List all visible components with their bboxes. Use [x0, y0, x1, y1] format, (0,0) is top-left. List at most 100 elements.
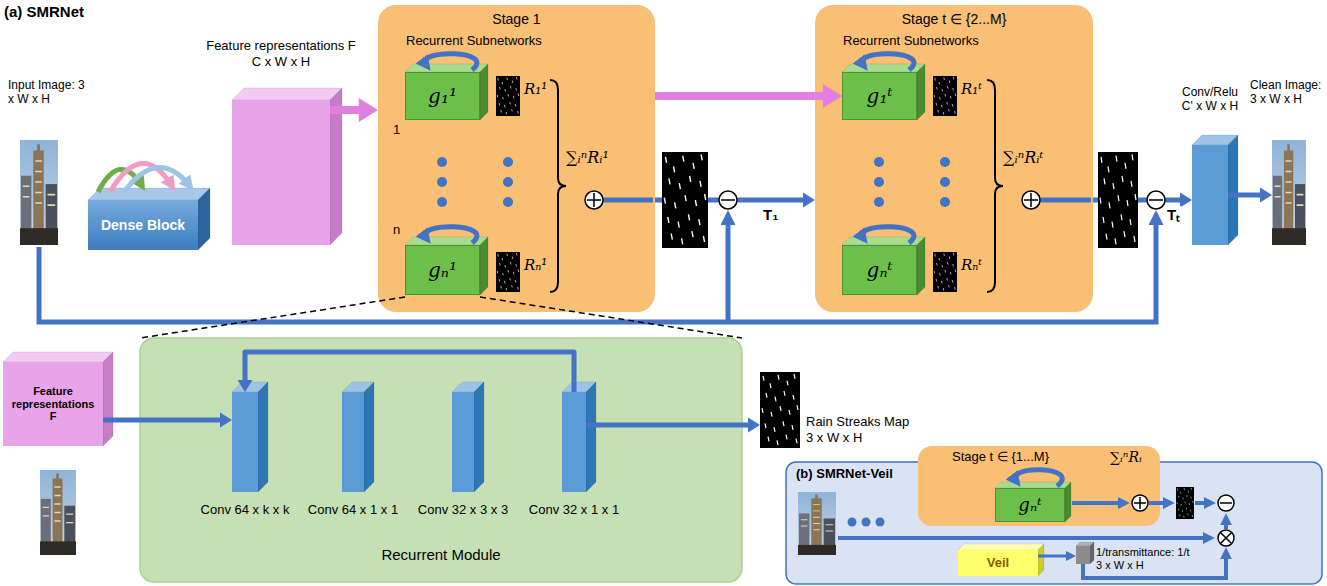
feature-block: Feature representations F: [3, 362, 103, 446]
conv-relu-block: Conv/Relu C' x W x H: [1192, 145, 1228, 245]
stage-heading: Stage t ∈ {1...M}: [918, 449, 1083, 465]
connector: [238, 352, 575, 392]
recurrence-loop: [425, 227, 477, 243]
panel-heading: (b) SMRNet-Veil: [796, 466, 966, 482]
add-symbol: [1022, 191, 1040, 209]
connector-head: [1180, 193, 1192, 208]
transmittance-map: 1/transmittance: 1/t 3 x W x H: [1076, 546, 1090, 564]
map-label: R₁ᵗ: [961, 80, 982, 98]
flow-wire: [1195, 501, 1211, 505]
flow-wire: [1149, 501, 1170, 505]
connector-line: [245, 352, 574, 392]
add-symbol: [585, 191, 603, 209]
panel-heading: Recurrent Module: [140, 546, 742, 564]
ellipsis-dot: [437, 157, 447, 167]
layer-label: Conv 64 x 1 x 1: [303, 502, 403, 518]
connector-head: [823, 84, 842, 108]
image-caption: Clean Image: 3 x W x H: [1250, 78, 1324, 107]
subnetwork-box: g₁ᵗ: [842, 72, 917, 120]
connector-line: [586, 423, 749, 428]
box-top-face: [3, 352, 113, 362]
subnetwork-box: gₙᵗ: [995, 488, 1065, 522]
connector-line: [330, 106, 361, 114]
ellipsis-dot: [874, 157, 884, 167]
dense-connection-arc: [124, 167, 190, 192]
rain-map: [760, 372, 800, 448]
input-photo: [40, 470, 76, 555]
stage-heading: Stage 1: [378, 11, 655, 28]
add-symbol: [587, 193, 601, 207]
box-top-face: [232, 88, 342, 100]
recurrence-loop: [1015, 470, 1062, 486]
ellipsis-dot: [876, 518, 885, 527]
box-side-face: [586, 382, 596, 492]
recurrence-loop: [862, 54, 914, 70]
ellipsis-dot: [862, 518, 871, 527]
conv-block: Conv 64 x 1 x 1: [342, 392, 364, 492]
recurrence-loop: [425, 54, 477, 70]
subnetwork-name: gₙ¹: [428, 259, 457, 282]
dense-block: Dense Block: [88, 200, 198, 250]
connector: [103, 413, 232, 428]
rain-map: [1176, 487, 1194, 519]
edge-label: T₁: [762, 206, 779, 224]
add-symbol: [1132, 495, 1148, 511]
layer-label: Conv 32 x 1 x 1: [524, 502, 624, 518]
box-side-face: [364, 382, 374, 492]
map-label: Rₙᵗ: [961, 256, 982, 274]
box-side-face: [1038, 544, 1044, 576]
block-name: Feature representations F: [8, 385, 98, 423]
feature-block: Feature representations F C x W x H: [232, 100, 330, 245]
multiply-symbol: [1221, 533, 1232, 544]
box-side-face: [1228, 135, 1238, 245]
rain-map: [933, 76, 957, 116]
ellipsis-dot: [503, 197, 513, 207]
block-name: Veil: [987, 556, 1009, 571]
stage-panel-fill: [815, 5, 1093, 312]
box-side-face: [480, 64, 488, 120]
connector: [330, 98, 378, 122]
stage-heading: Recurrent Subnetworks: [406, 33, 626, 49]
subnetwork-name: gₙᵗ: [867, 259, 893, 282]
input-wire: [726, 216, 731, 322]
connector-head: [359, 98, 378, 122]
rain-map: [662, 152, 708, 248]
subtract-symbol: [1147, 191, 1165, 209]
add-symbol: [1024, 193, 1038, 207]
box-side-face: [1065, 482, 1071, 522]
index-label: 1: [393, 122, 400, 138]
map-label: Rₙ¹: [524, 256, 547, 274]
connector-head: [220, 413, 232, 428]
box-side-face: [480, 237, 488, 295]
ellipsis-dot: [940, 157, 950, 167]
module-panel-fill: [140, 338, 742, 582]
box-side-face: [917, 64, 925, 120]
veil-block: Veil: [958, 550, 1038, 576]
connector: [1228, 188, 1272, 203]
map-caption: Rain Streaks Map 3 x W x H: [806, 414, 913, 445]
box-side-face: [474, 382, 484, 492]
sum-brace: [550, 80, 566, 292]
input-photo: [20, 140, 58, 245]
index-label: n: [393, 222, 400, 238]
box-top-face: [88, 188, 210, 200]
subnetwork-name: g₁¹: [428, 85, 457, 108]
edge-label: Tₜ: [1166, 206, 1181, 224]
variant-panel: (b) SMRNet-VeilStage t ∈ {1...M}gₙᵗVeil1…: [786, 462, 1322, 584]
ellipsis-dot: [503, 177, 513, 187]
box-side-face: [198, 188, 210, 250]
connector-line: [655, 92, 825, 100]
image-node: Input Image: 3 x W x H: [20, 140, 58, 245]
sum-label: ∑ᵢⁿRᵢᵗ: [1003, 148, 1043, 167]
connector-head: [748, 418, 760, 433]
stage-heading: Stage t ∈ {2...M}: [815, 11, 1093, 28]
layer-label: Conv 32 x 3 x 3: [413, 502, 513, 518]
map-label: R₁¹: [524, 80, 547, 98]
stage-panel: Stage 1 Recurrent Subnetworks g₁¹ gₙ¹: [378, 5, 655, 312]
ellipsis-dot: [940, 177, 950, 187]
map-caption: 1/transmittance: 1/t 3 x W x H: [1096, 546, 1196, 572]
